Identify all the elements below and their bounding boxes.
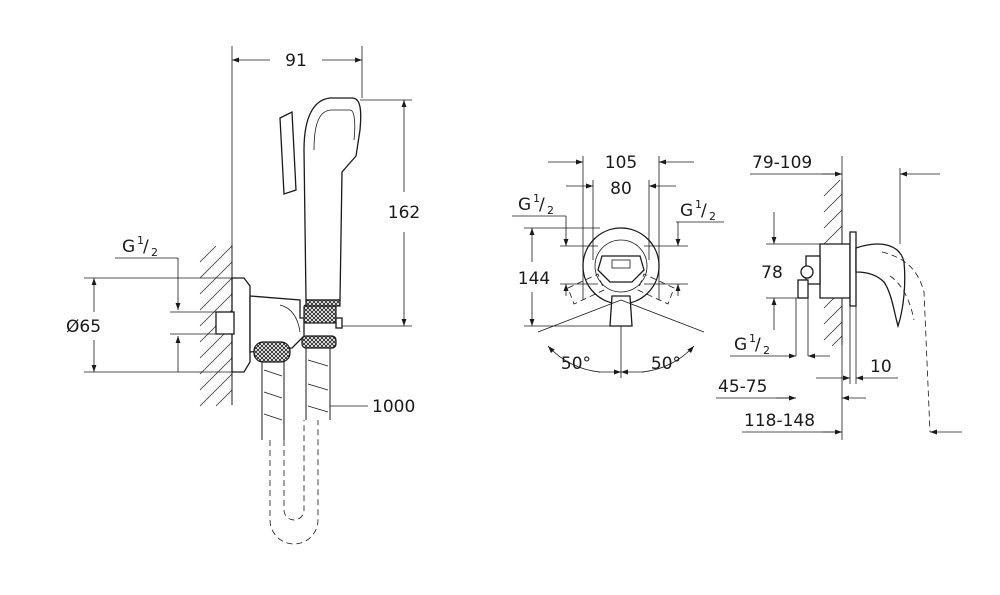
right-view: 79-109 78 G 1 / 2 10: [716, 153, 962, 440]
svg-text:2: 2: [763, 344, 770, 357]
dim-10-label: 10: [870, 357, 892, 377]
dim-105-label: 105: [605, 153, 637, 173]
dim-79-109-label: 79-109: [752, 153, 812, 173]
thread-middle-right: G 1 / 2: [644, 198, 724, 296]
svg-text:G: G: [122, 237, 135, 257]
thread-middle-left: G 1 / 2: [512, 192, 598, 296]
svg-text:G: G: [518, 195, 531, 215]
svg-text:2: 2: [151, 246, 158, 259]
hand-spray: [279, 97, 362, 307]
dim-diameter-label: Ø65: [66, 317, 101, 337]
svg-text:1: 1: [695, 198, 702, 211]
svg-text:1: 1: [137, 234, 144, 247]
svg-text:/: /: [755, 335, 761, 355]
dim-162-label: 162: [388, 203, 420, 223]
dim-105: 105: [548, 153, 694, 300]
dim-45-75: 45-75: [716, 345, 866, 440]
dim-144-label: 144: [518, 269, 550, 289]
valve-body: [819, 243, 851, 299]
holder-cap: [303, 304, 337, 324]
dim-144: 144: [518, 227, 612, 327]
wall-flange: [231, 277, 251, 373]
hose-nut-left: [253, 341, 291, 363]
svg-text:2: 2: [709, 210, 716, 223]
svg-text:/: /: [701, 201, 707, 221]
angle-right-label: 50°: [651, 354, 681, 374]
dim-79-109: 79-109: [750, 153, 940, 244]
dim-118-148-label: 118-148: [744, 411, 815, 431]
dim-78-label: 78: [761, 263, 783, 283]
svg-text:G: G: [734, 335, 747, 355]
thread-left: G 1 / 2: [115, 234, 216, 372]
svg-text:/: /: [539, 195, 545, 215]
svg-text:/: /: [143, 237, 149, 257]
handle-profile: [855, 243, 906, 329]
dim-162: 162: [342, 99, 420, 327]
hose-nut-right: [301, 335, 337, 349]
dim-118-148: 118-148: [742, 411, 962, 435]
svg-text:G: G: [680, 201, 693, 221]
dim-91: 91: [231, 46, 363, 245]
dim-1000: 1000: [330, 397, 415, 417]
svg-text:2: 2: [547, 204, 554, 217]
dim-80-label: 80: [610, 179, 632, 199]
hose: [261, 348, 331, 545]
dim-diameter-65: Ø65: [66, 277, 232, 373]
dim-78: 78: [761, 212, 820, 330]
dim-80: 80: [566, 179, 676, 260]
angle-left-label: 50°: [561, 354, 591, 374]
thread-right-view: G 1 / 2: [730, 298, 830, 359]
angle-dims: 50° 50°: [537, 299, 705, 378]
dim-1000-label: 1000: [372, 397, 415, 417]
left-view: 91 162 G 1 / 2 Ø65: [66, 46, 420, 545]
dim-10: 10: [816, 306, 898, 384]
outlet-stub: [215, 311, 235, 335]
lever: [609, 295, 633, 327]
svg-text:1: 1: [749, 332, 756, 345]
svg-text:1: 1: [533, 192, 540, 205]
dim-91-label: 91: [285, 51, 307, 71]
dim-45-75-label: 45-75: [718, 377, 767, 397]
middle-view: 105 80 G 1 / 2 G 1 / 2: [512, 153, 724, 378]
